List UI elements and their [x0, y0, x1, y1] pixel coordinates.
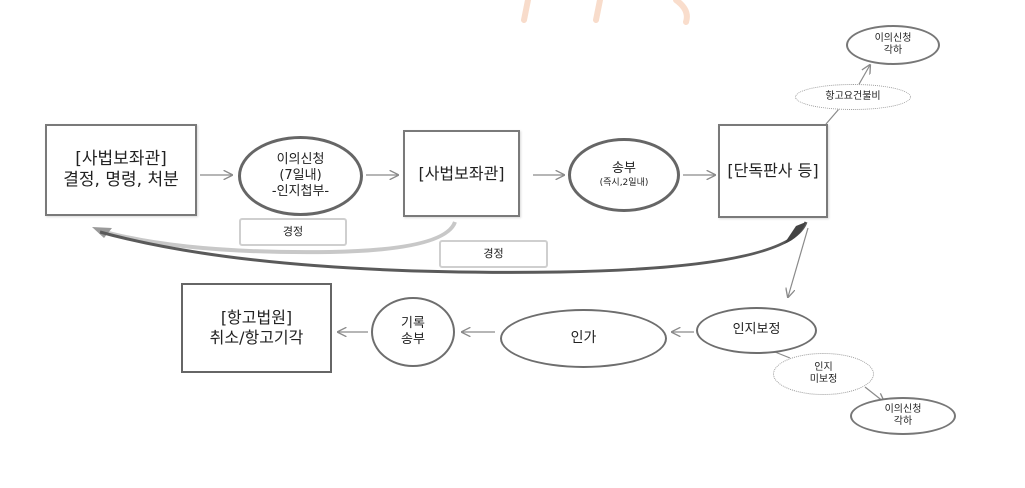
dismiss-bottom-node-line-1: 이의신청	[884, 403, 922, 415]
dismiss-bottom-node-line-2: 각하	[893, 416, 913, 427]
appeal-unmet-node-line-1: 항고요건불비	[825, 90, 881, 102]
arrow-appeal-unmet-to-dismiss	[857, 65, 870, 87]
judicial-officer-node: [사법보좌관]	[403, 130, 520, 217]
high-court-node-line-1: [항고법원]	[220, 308, 293, 327]
curve-correction-dark	[99, 221, 808, 274]
arrow-stamp-to-not-corrected	[774, 351, 791, 359]
arrow-judge-to-stamp-correction	[788, 227, 809, 297]
record-transfer-node-line-2: 송부	[401, 332, 425, 347]
single-judge-node-line-1: [단독판사 등]	[727, 161, 819, 180]
objection-node-line-2: (7일내)	[279, 167, 322, 183]
start-node-line-1: [사법보좌관]	[75, 148, 167, 169]
high-court-node: [항고법원] 취소/항고기각	[181, 283, 332, 373]
transfer-node-line-1: 송부	[612, 161, 636, 177]
transfer-node-line-2: (즉시,2일내)	[599, 177, 649, 188]
correction-label-1-text: 경정	[282, 225, 304, 239]
high-court-node-line-2: 취소/항고기각	[209, 328, 304, 347]
start-node-line-2: 결정, 명령, 처분	[63, 170, 179, 190]
approval-node-line-1: 인가	[570, 329, 597, 346]
stamp-correction-node: 인지보정	[696, 307, 817, 354]
dismiss-bottom-node: 이의신청 각하	[850, 397, 956, 435]
curve-correction-dark-tail	[784, 222, 806, 244]
appeal-unmet-node: 항고요건불비	[795, 84, 911, 110]
dismiss-top-node-line-2: 각하	[883, 45, 903, 56]
correction-label-1: 경정	[239, 218, 347, 246]
start-node: [사법보좌관] 결정, 명령, 처분	[45, 124, 197, 216]
not-corrected-node-line-1: 인지	[814, 361, 833, 373]
correction-label-2: 경정	[439, 240, 548, 268]
not-corrected-node-line-2: 미보정	[809, 374, 838, 385]
record-transfer-node: 기록 송부	[371, 297, 455, 367]
record-transfer-node-line-1: 기록	[401, 315, 425, 331]
objection-node: 이의신청 (7일내) -인지첩부-	[238, 136, 363, 216]
watermark-decoration	[521, 0, 690, 25]
approval-node: 인가	[500, 309, 667, 368]
transfer-node: 송부 (즉시,2일내)	[568, 138, 680, 212]
not-corrected-node: 인지 미보정	[773, 353, 874, 395]
judicial-officer-node-line-1: [사법보좌관]	[418, 163, 505, 183]
single-judge-node: [단독판사 등]	[718, 124, 828, 218]
objection-node-line-1: 이의신청	[276, 151, 325, 167]
stamp-correction-node-line-1: 인지보정	[732, 322, 781, 338]
objection-node-line-3: -인지첩부-	[271, 184, 330, 200]
correction-label-2-text: 경정	[483, 247, 504, 261]
dismiss-top-node: 이의신청 각하	[846, 25, 940, 65]
curve-correction-light	[97, 221, 457, 255]
dismiss-top-node-line-1: 이의신청	[874, 32, 912, 44]
